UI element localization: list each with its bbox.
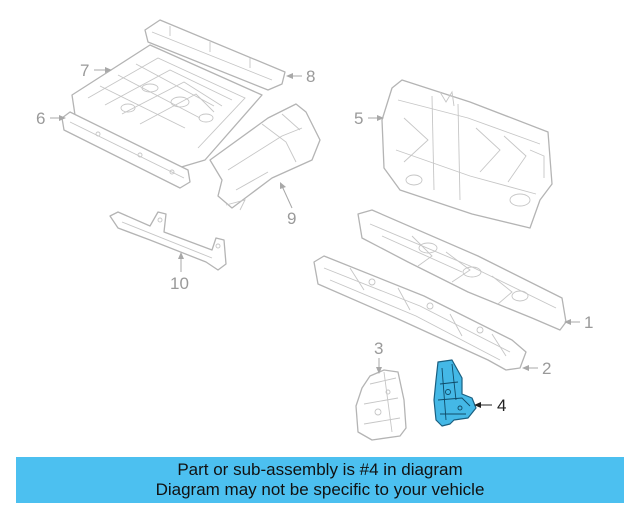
callout-10: 10 [170,252,189,293]
part-9-extension-panel [209,103,321,211]
callout-7: 7 [80,61,112,80]
callout-9: 9 [280,182,296,228]
callout-label-8: 8 [306,67,315,86]
callout-1: 1 [564,313,593,332]
part-3-side-bracket [355,369,407,441]
part-6-floor-rail [61,111,191,189]
callout-label-5: 5 [354,109,363,128]
banner-line-disclaimer: Diagram may not be specific to your vehi… [155,480,485,499]
callout-label-1: 1 [584,313,593,332]
part-10-bracket [109,211,227,271]
part-4-highlighted-bracket [433,359,477,427]
callout-5: 5 [354,109,384,128]
part-1-upper-reinforcement [357,209,567,331]
callout-label-10: 10 [170,274,189,293]
callout-label-3: 3 [374,339,383,358]
callout-label-2: 2 [542,359,551,378]
callout-label-6: 6 [36,109,45,128]
callout-3: 3 [374,339,383,374]
callout-4: 4 [474,396,506,415]
callout-2: 2 [522,359,551,378]
callout-6: 6 [36,109,66,128]
parts-diagram: 7 8 6 5 9 10 1 2 3 [36,19,593,441]
callout-label-9: 9 [287,209,296,228]
part-2-lower-reinforcement [313,255,527,371]
part-8-crossmember [144,19,286,91]
callout-label-4: 4 [497,396,506,415]
info-banner: Part or sub-assembly is #4 in diagram Di… [16,457,624,503]
callout-8: 8 [286,67,315,86]
banner-line-part-number: Part or sub-assembly is #4 in diagram [177,460,463,479]
part-5-rear-panel [381,79,553,229]
callout-label-7: 7 [80,61,89,80]
